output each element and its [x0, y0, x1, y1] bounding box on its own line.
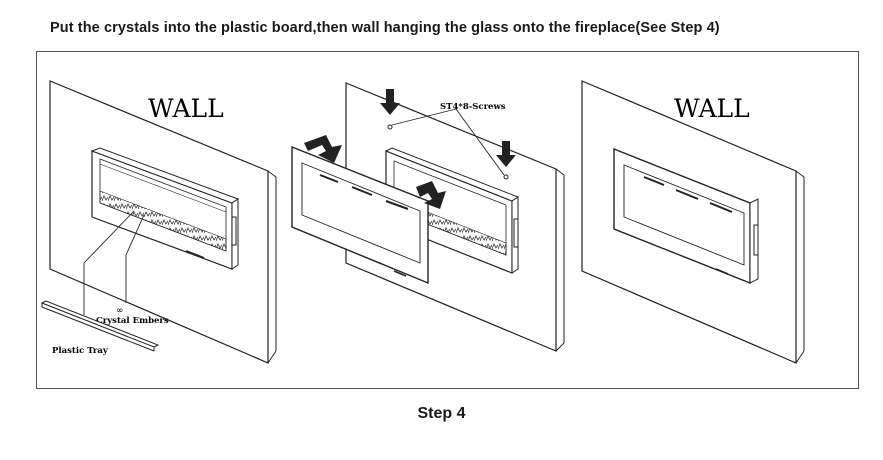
crystal-embers-label: Crystal Embers — [96, 316, 169, 326]
move-arrow-icon — [416, 181, 446, 209]
fireplace-installed — [613, 147, 759, 285]
step-caption: Step 4 — [417, 405, 466, 422]
screw-icon — [387, 124, 393, 130]
down-arrow-icon — [496, 141, 516, 167]
down-arrow-icon — [380, 89, 400, 115]
screws-label: ST4*8-Screws — [440, 102, 506, 112]
diagram-frame — [36, 51, 859, 389]
plastic-tray-label: Plastic Tray — [52, 346, 109, 356]
step-4-diagram: WALL ∞ Crystal Embers Plastic Tray — [36, 51, 859, 389]
plastic-tray — [40, 300, 160, 352]
wall-label-left: WALL — [148, 94, 224, 123]
right-scene: WALL — [581, 80, 805, 364]
screw-icon — [503, 174, 509, 180]
wall-label-right: WALL — [674, 94, 750, 123]
left-scene: WALL ∞ Crystal Embers Plastic Tray — [40, 80, 277, 364]
move-arrow-icon — [304, 135, 342, 163]
instruction-heading: Put the crystals into the plastic board,… — [50, 20, 720, 36]
glass-panel — [291, 145, 429, 285]
fireplace-left — [90, 147, 240, 270]
middle-scene: ST4*8-Screws — [291, 82, 565, 352]
crystal-ember-glyph: ∞ — [116, 306, 124, 316]
